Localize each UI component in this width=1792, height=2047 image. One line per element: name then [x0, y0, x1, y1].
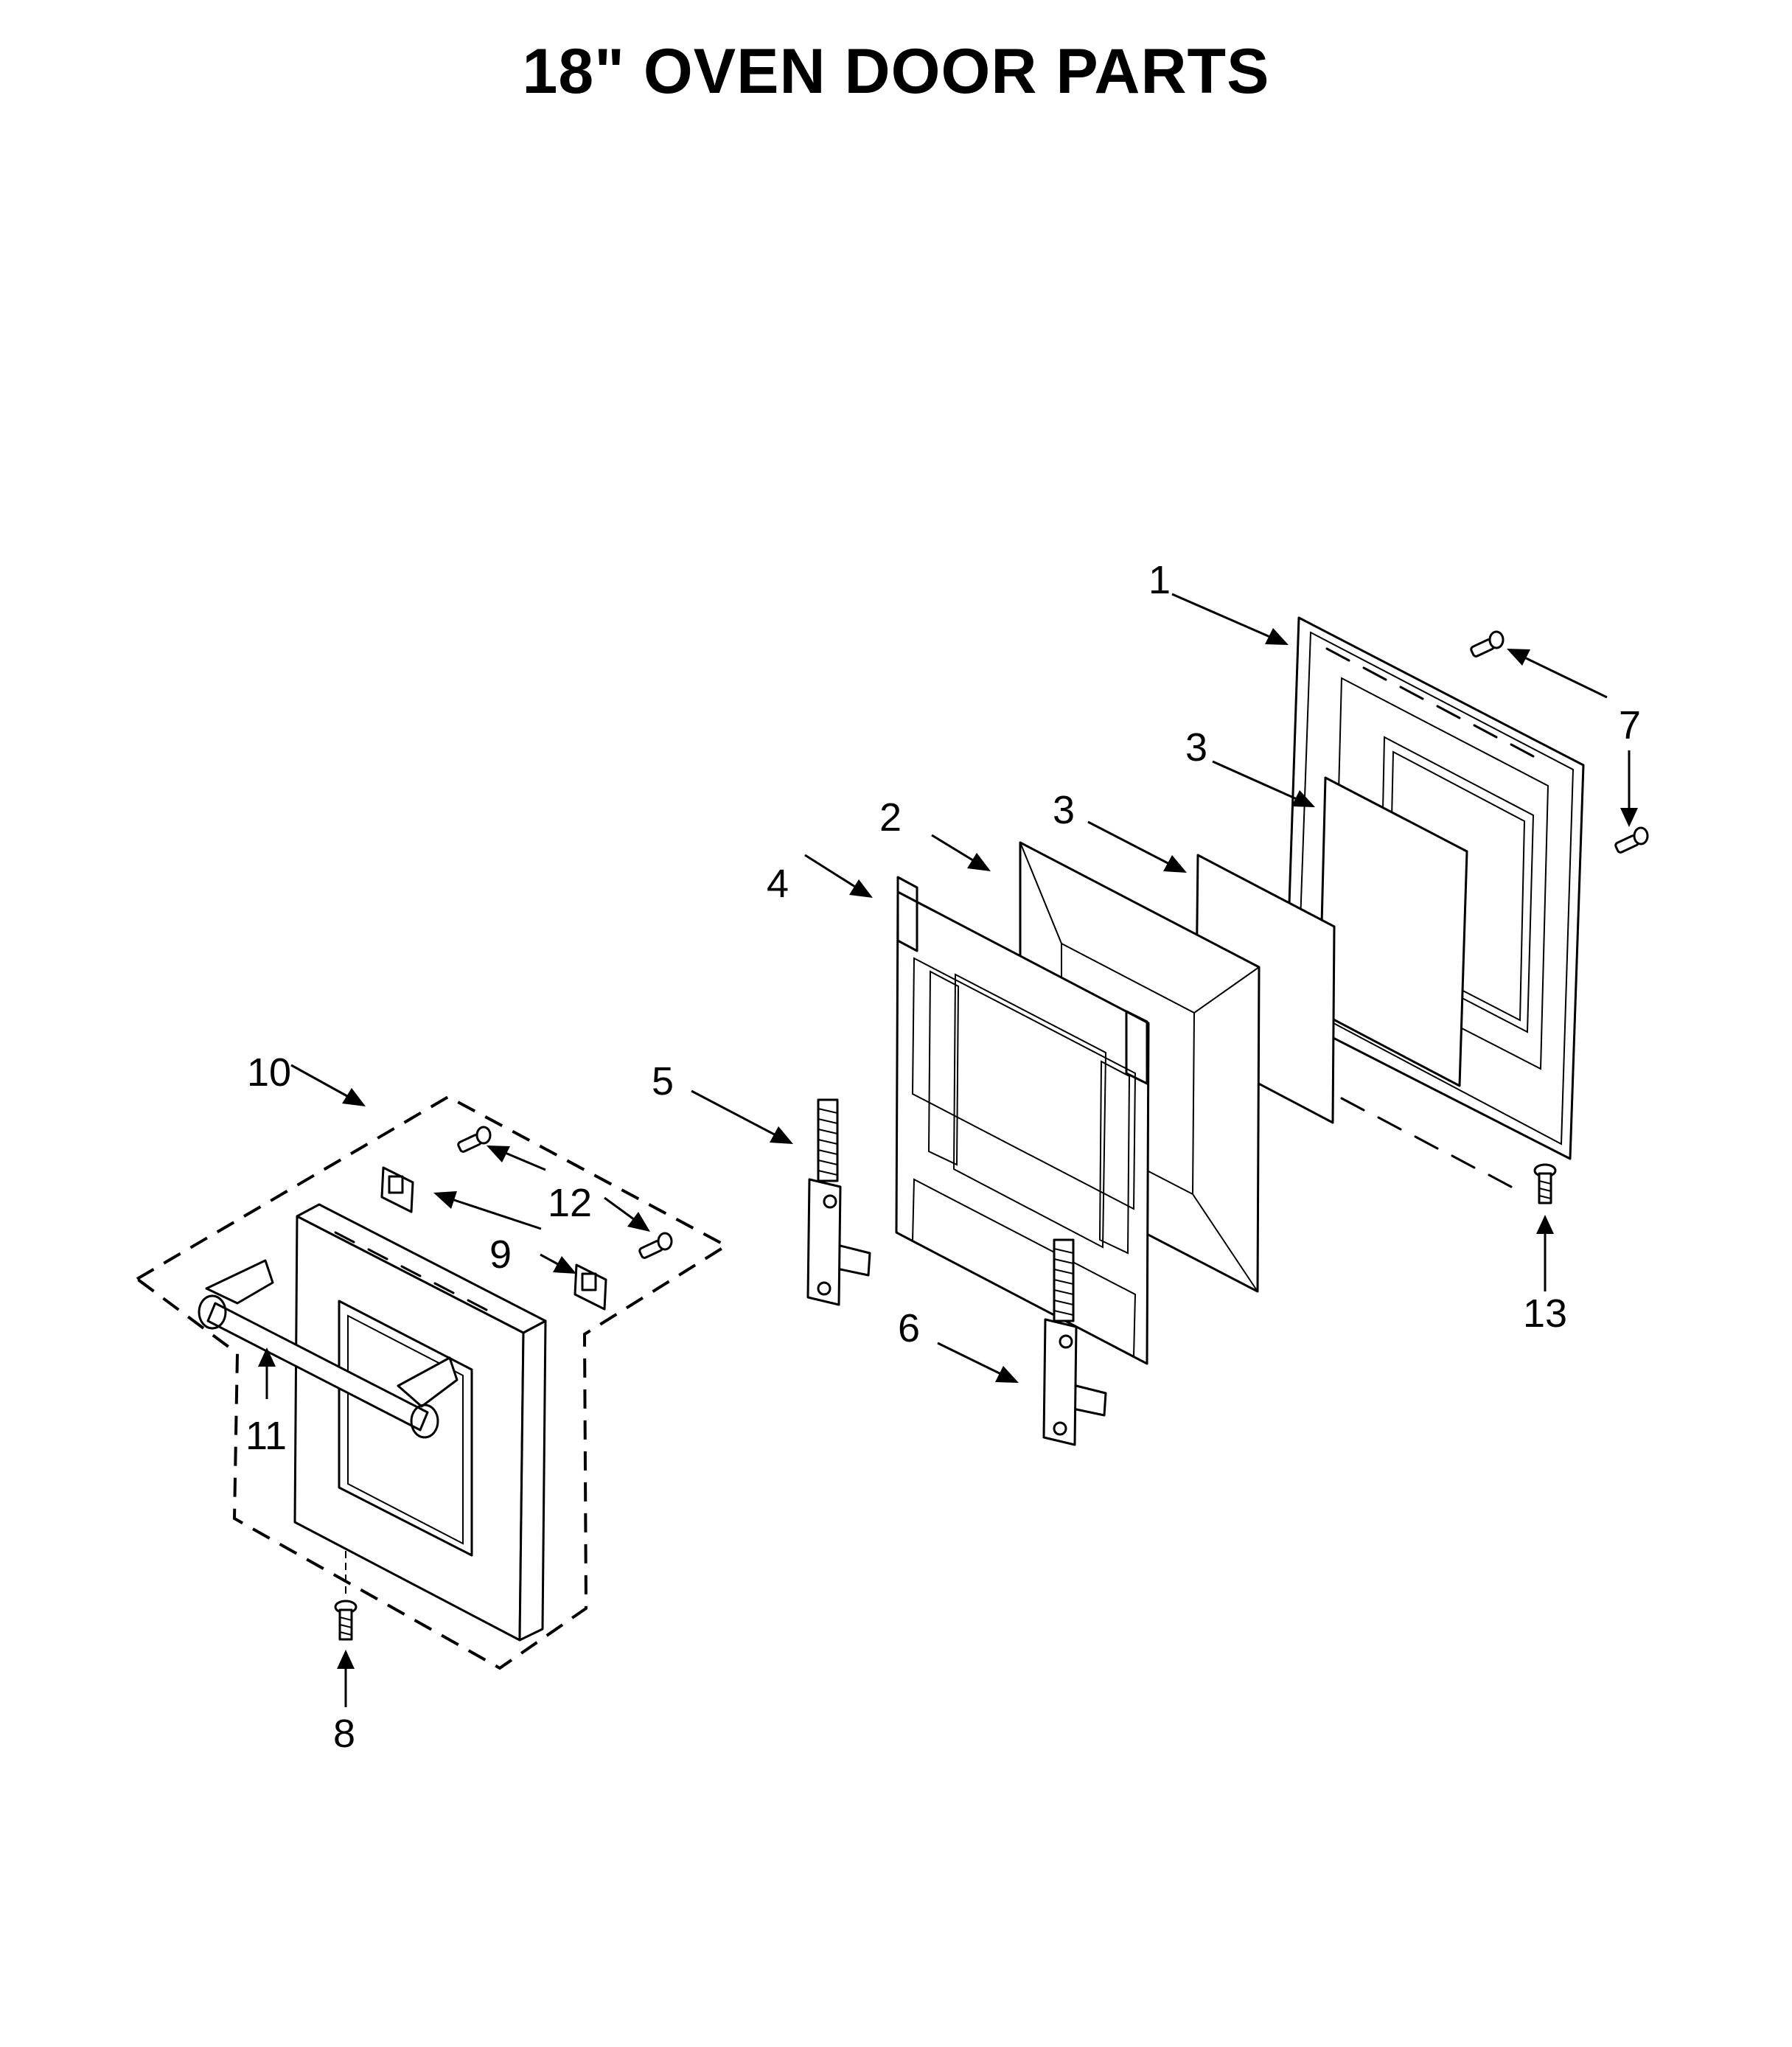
callout-11: 11 [245, 1414, 287, 1458]
page-title: 18" OVEN DOOR PARTS [522, 36, 1270, 107]
part-9-bracket-right [573, 1263, 607, 1311]
callout-13: 13 [1523, 1291, 1567, 1336]
part-13-screw [1533, 1163, 1557, 1204]
callout-5: 5 [652, 1059, 674, 1103]
part-4-door-frame [895, 876, 1150, 1365]
part-12-screw-right [638, 1232, 673, 1259]
callout-3a: 3 [1185, 725, 1207, 770]
callout-labels: 1 2 3 3 4 5 6 7 8 9 10 11 12 13 [245, 558, 1641, 1756]
part-7-screw-right [1614, 826, 1649, 854]
callout-9: 9 [489, 1232, 512, 1277]
part-11-door-handle [198, 1259, 459, 1439]
part-8-screw [334, 1600, 358, 1641]
callout-12: 12 [548, 1181, 592, 1225]
callout-7: 7 [1619, 703, 1641, 747]
part-5-hinge-left [806, 1098, 871, 1306]
part-9-bracket-left [380, 1166, 414, 1213]
callout-3b: 3 [1053, 788, 1075, 832]
callout-2: 2 [879, 795, 902, 840]
part-10-outer-door-assembly [134, 1095, 729, 1670]
door-vent-slots [334, 1231, 488, 1311]
callout-1: 1 [1148, 558, 1171, 602]
callout-4: 4 [767, 862, 789, 906]
callout-8: 8 [333, 1712, 355, 1756]
part-12-screw-top [457, 1126, 492, 1153]
liner-bottom-slots [1340, 1097, 1513, 1188]
callout-6: 6 [898, 1306, 920, 1350]
callout-10: 10 [247, 1050, 291, 1095]
liner-top-slots [1325, 647, 1535, 758]
part-6-hinge-right [1042, 1238, 1107, 1446]
leader-arrows [258, 593, 1638, 1707]
part-7-screw-top [1470, 630, 1505, 658]
